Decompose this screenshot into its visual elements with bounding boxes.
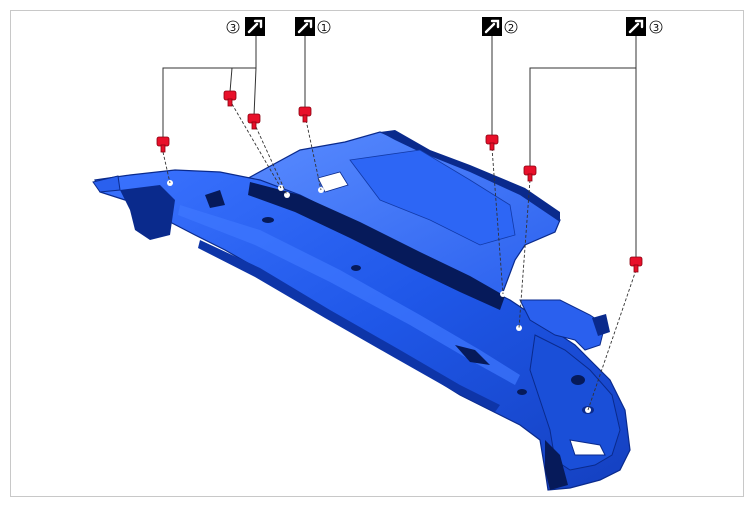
callout-number: 1: [321, 23, 327, 34]
beam-face-highlight: [178, 205, 520, 385]
callout-3-right: 3: [626, 17, 663, 36]
beam-channel: [248, 182, 505, 310]
bolt-seat-6: [516, 325, 522, 331]
beam-hole-1: [262, 217, 274, 223]
leader-c3-left: [162, 34, 257, 138]
torque-wrench-icon: [482, 17, 502, 36]
install-line-3: [255, 126, 288, 196]
beam-lower-edge: [198, 240, 500, 412]
leader-c3-left-b2: [253, 67, 257, 117]
callout-number-circle: [504, 20, 518, 34]
right-end-block: [529, 334, 621, 471]
bolt-icon: [523, 165, 537, 182]
beam-rib-1: [455, 345, 490, 365]
right-bracket-tab: [592, 314, 610, 336]
install-line-1: [162, 151, 171, 184]
callout-1: 1: [295, 17, 331, 36]
install-line-4: [305, 119, 322, 191]
undercover-assembly: [92, 130, 631, 491]
torque-wrench-icon: [295, 17, 315, 36]
left-bracket: [120, 185, 175, 240]
callout-number-circle: [226, 20, 240, 34]
bolt-icon: [156, 136, 170, 153]
install-line-5: [491, 147, 504, 295]
bolt-seat-2: [284, 192, 290, 198]
left-tab: [92, 175, 121, 193]
right-bracket: [519, 299, 606, 351]
callout-2: 2: [482, 17, 518, 36]
beam-hole-2: [351, 265, 361, 271]
bolt-icon: [485, 134, 499, 151]
install-line-2: [231, 103, 282, 189]
leader-lines: [162, 34, 637, 258]
right-end-hole-1: [571, 375, 585, 385]
callout-number-circle: [649, 20, 663, 34]
torque-wrench-icon: [245, 17, 265, 36]
leader-c3-left-b1: [229, 67, 233, 93]
callout-number: 2: [508, 23, 514, 34]
rear-plate-ridge: [349, 149, 516, 246]
right-end-slot: [569, 439, 606, 456]
leader-c3-right: [529, 34, 637, 166]
bolt-icon: [247, 113, 261, 130]
beam-rib-2: [205, 190, 225, 208]
bolt-icon: [629, 256, 643, 273]
callout-3-left: 3: [226, 17, 265, 36]
torque-wrench-icon: [626, 17, 646, 36]
callout-number: 3: [230, 23, 236, 34]
right-end-shadow: [545, 440, 568, 490]
inner-cutout: [317, 171, 349, 193]
callout-number-circle: [317, 20, 331, 34]
bolt-icon: [298, 106, 312, 123]
bolts: [156, 90, 643, 273]
install-lines: [162, 103, 637, 411]
right-end-hole-2: [517, 389, 527, 395]
bolt-icon: [223, 90, 237, 107]
callout-number: 3: [653, 23, 659, 34]
